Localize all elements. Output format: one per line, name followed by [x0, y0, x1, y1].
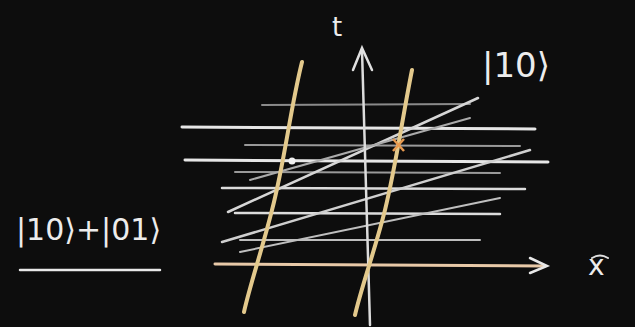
simultaneity-line [222, 188, 525, 189]
event-cross [393, 139, 404, 151]
superposition-label: |10⟩+|01⟩ [16, 215, 161, 245]
worldline [244, 62, 302, 312]
x-axis-arrowhead [530, 258, 547, 273]
t-axis-label: t [332, 14, 342, 40]
x-axis [215, 264, 545, 266]
t-axis-arrowhead [353, 48, 372, 70]
x-axis-label: x [588, 252, 605, 280]
simultaneity-line [240, 239, 480, 241]
tilted-line [240, 198, 500, 252]
event-dot [289, 158, 296, 165]
simultaneity-line [182, 127, 535, 129]
underline [20, 269, 160, 272]
tilted-line [228, 98, 478, 212]
state-label: |10⟩ [482, 48, 550, 82]
worldline [355, 70, 412, 315]
